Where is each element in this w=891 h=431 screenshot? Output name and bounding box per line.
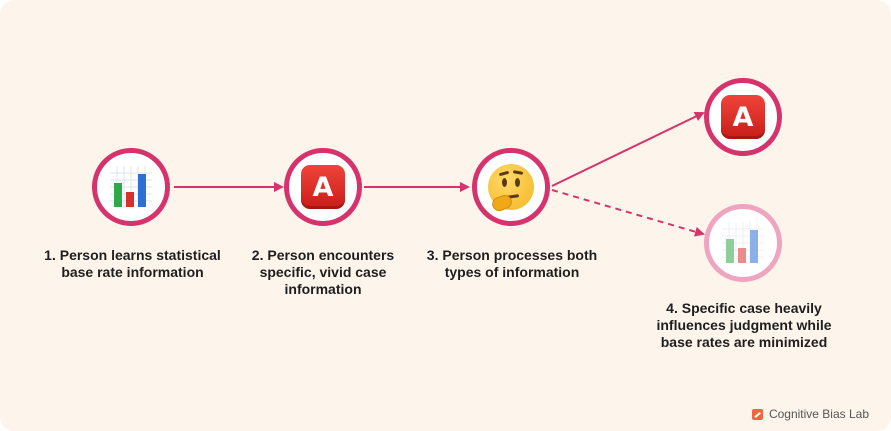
step-1-label: 1. Person learns statistical base rate i… xyxy=(44,247,221,280)
outcome-base-rate-node xyxy=(704,204,782,282)
outcome-case-node: A xyxy=(704,78,782,156)
step-3-label: 3. Person processes both types of inform… xyxy=(426,247,598,280)
letter-a-icon: A xyxy=(721,95,765,139)
letter-a-icon: A xyxy=(301,165,345,209)
arrow-step3-to-outcome-a xyxy=(551,111,705,187)
step-2-node: A xyxy=(284,148,362,226)
bar-chart-icon xyxy=(109,165,153,209)
bar-chart-icon xyxy=(721,221,765,265)
step-3-node xyxy=(472,148,550,226)
thinking-face-icon xyxy=(488,164,534,213)
brand: Cognitive Bias Lab xyxy=(751,407,869,421)
arrow-step3-to-outcome-chart xyxy=(551,189,705,237)
brand-name: Cognitive Bias Lab xyxy=(768,407,869,421)
step-1-node xyxy=(92,148,170,226)
step-2-label: 2. Person encounters specific, vivid cas… xyxy=(251,247,395,297)
step-4-label: 4. Specific case heavily influences judg… xyxy=(656,300,832,350)
brand-logo-icon xyxy=(751,408,763,420)
